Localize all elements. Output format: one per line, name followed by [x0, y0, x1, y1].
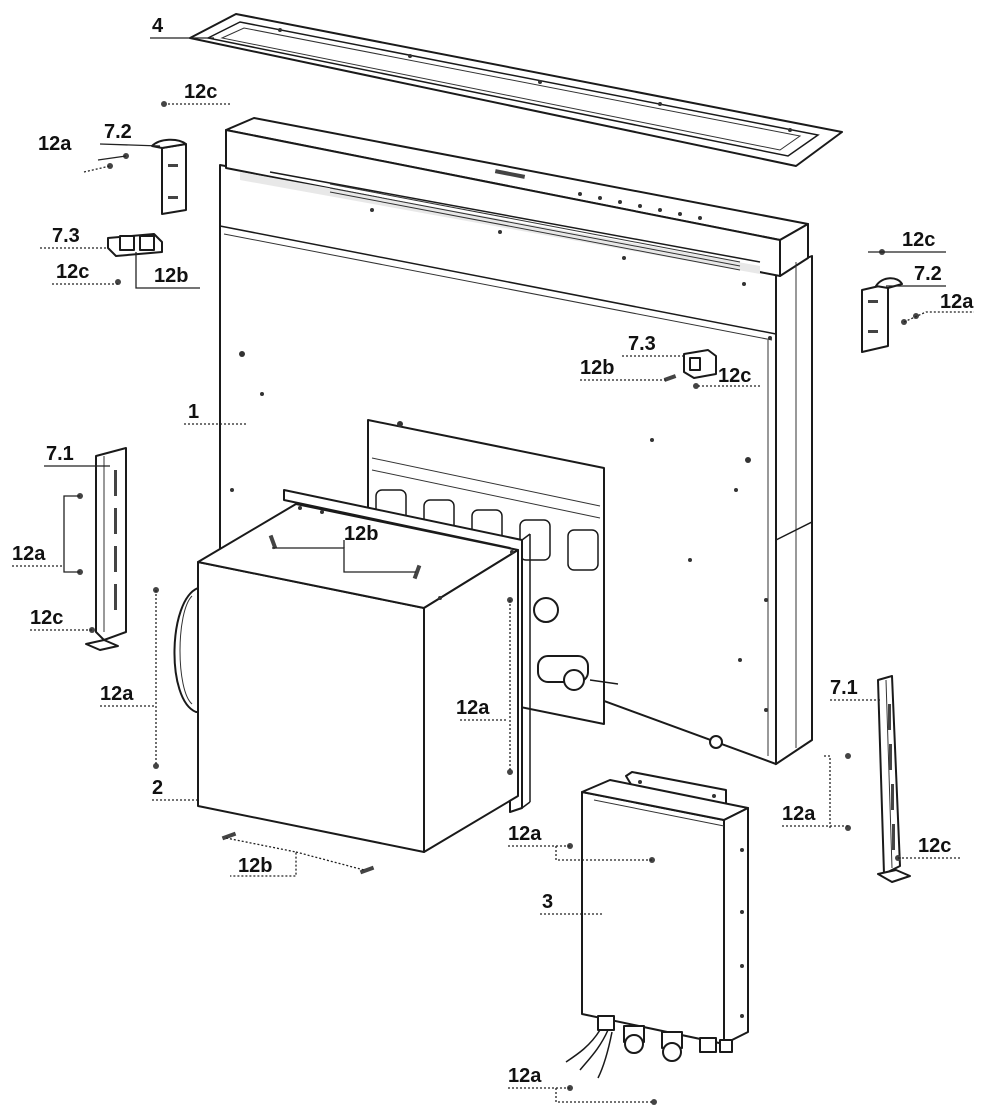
bracket-7-2-left — [151, 138, 187, 215]
part-4-top-frame — [189, 13, 843, 167]
label-blower-12a-left: 12a — [100, 683, 134, 705]
label-tl-12a: 12a — [38, 133, 72, 155]
label-part-4: 4 — [152, 15, 164, 37]
label-left-12a: 12a — [12, 543, 46, 565]
label-tl-7-3: 7.3 — [52, 225, 80, 247]
label-tr-12a: 12a — [940, 291, 974, 313]
label-left-7-1: 7.1 — [46, 443, 74, 465]
label-left-12c: 12c — [30, 607, 63, 629]
callout-labels: 4 12c 12a 7.2 7.3 12c 12b 12c 7.2 12a 1 … — [12, 15, 974, 1087]
bracket-7-2-right — [861, 277, 903, 353]
label-tr-7-2: 7.2 — [914, 263, 942, 285]
label-tl-12c: 12c — [184, 81, 217, 103]
label-right-12a: 12a — [782, 803, 816, 825]
label-part-2: 2 — [152, 777, 163, 799]
fasteners — [77, 101, 919, 1105]
label-ctrl-12a-top: 12a — [508, 823, 542, 845]
rail-7-1-right — [877, 675, 911, 883]
leader-lines — [12, 37, 974, 1103]
label-right-12c: 12c — [918, 835, 951, 857]
label-mid-7-3: 7.3 — [628, 333, 656, 355]
part-1-main-body — [219, 117, 813, 766]
label-tl-12c-b: 12c — [56, 261, 89, 283]
label-tl-12b: 12b — [154, 265, 188, 287]
label-blower-12b-top: 12b — [344, 523, 378, 545]
bracket-7-3-mid — [683, 349, 717, 379]
label-tr-12c: 12c — [902, 229, 935, 251]
rail-7-1-left — [85, 447, 127, 651]
label-ctrl-12a-bottom: 12a — [508, 1065, 542, 1087]
label-mid-12b: 12b — [580, 357, 614, 379]
label-part-3: 3 — [542, 891, 553, 913]
label-part-1: 1 — [188, 401, 199, 423]
label-right-7-1: 7.1 — [830, 677, 858, 699]
bracket-7-3-left — [107, 233, 163, 257]
label-blower-12a-right: 12a — [456, 697, 490, 719]
label-mid-12c: 12c — [718, 365, 751, 387]
label-tl-7-2: 7.2 — [104, 121, 132, 143]
part-3-control-box — [565, 771, 749, 1079]
part-2-blower-housing — [173, 489, 531, 853]
label-blower-12b-bottom: 12b — [238, 855, 272, 877]
